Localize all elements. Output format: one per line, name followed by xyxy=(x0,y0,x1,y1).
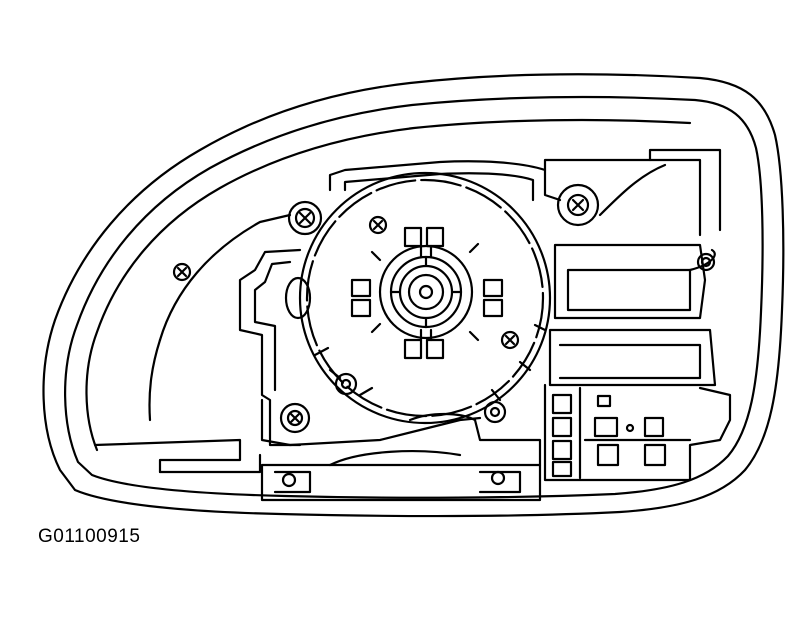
connector-pin-8 xyxy=(643,443,667,467)
hub-tab-bottom-1 xyxy=(403,338,423,360)
screw-top-right xyxy=(556,183,600,227)
connector-housing xyxy=(543,383,732,482)
right-lower-block xyxy=(548,328,717,387)
side-post-left xyxy=(284,276,312,320)
screw-lower-left xyxy=(279,402,311,434)
screw-plate-lower-right xyxy=(483,400,507,424)
hub-tab-links xyxy=(419,244,433,342)
screw-plate-upper xyxy=(368,215,388,235)
figure-id-label: G01100915 xyxy=(38,526,141,547)
bottom-left-ledge-2 xyxy=(158,453,262,474)
housing-rim-line xyxy=(85,118,692,452)
gear-hub-ring xyxy=(389,255,463,329)
left-motor-bracket xyxy=(238,248,302,447)
gear-hub-spokes xyxy=(389,255,463,329)
hub-tab-left-1 xyxy=(350,278,372,298)
screw-base-left xyxy=(281,472,297,488)
hub-tab-bottom-2 xyxy=(425,338,445,360)
lower-mid-bracket xyxy=(408,412,542,467)
upper-bracket-inner xyxy=(343,172,535,202)
connector-pin-6 xyxy=(643,416,665,438)
screw-base-right xyxy=(490,470,506,486)
connector-pin-3 xyxy=(551,439,573,461)
connector-pin-5 xyxy=(593,416,619,438)
hub-tab-right-1 xyxy=(482,278,504,298)
screw-plate-lower-left xyxy=(334,372,358,396)
connector-divider xyxy=(578,386,692,480)
screw-plate-right xyxy=(500,330,520,350)
right-upper-block-inner xyxy=(566,268,692,312)
gear-hub-center xyxy=(418,284,434,300)
connector-pin-2 xyxy=(551,416,573,438)
left-curved-wall-2 xyxy=(148,338,162,422)
top-right-strap xyxy=(543,148,722,232)
gear-hub-ring-3 xyxy=(407,273,445,311)
wire-run xyxy=(598,163,667,217)
left-curved-wall xyxy=(158,213,292,342)
gear-hub-ring-2 xyxy=(398,264,454,320)
hub-tick-marks xyxy=(370,242,480,342)
lower-left-bracket xyxy=(260,398,482,447)
bottom-base-rail xyxy=(260,463,542,502)
bottom-left-ledge xyxy=(93,438,242,474)
connector-dot xyxy=(625,423,635,433)
connector-slot xyxy=(596,394,612,408)
screw-left-wall xyxy=(172,262,192,282)
right-lower-block-inner xyxy=(558,343,702,380)
screw-right-wire xyxy=(696,252,716,272)
right-connector-wire xyxy=(688,248,716,272)
hub-tab-right-2 xyxy=(482,298,504,318)
left-motor-bracket-inner xyxy=(253,260,292,392)
housing-outer-edge xyxy=(42,73,785,518)
top-right-strap-2 xyxy=(648,158,702,237)
housing-inner-edge xyxy=(64,95,764,499)
lower-mid-arch xyxy=(328,450,462,467)
hub-tab-top-2 xyxy=(425,226,445,248)
connector-pin-4 xyxy=(551,460,573,478)
hub-tab-top-1 xyxy=(403,226,423,248)
connector-pin-7 xyxy=(596,443,620,467)
bottom-base-rail-inner xyxy=(273,470,522,494)
hub-tab-left-2 xyxy=(350,298,372,318)
screw-top-left xyxy=(287,200,323,236)
motor-plate-outer xyxy=(298,171,552,425)
connector-pin-1 xyxy=(551,393,573,415)
right-upper-block xyxy=(553,243,707,320)
